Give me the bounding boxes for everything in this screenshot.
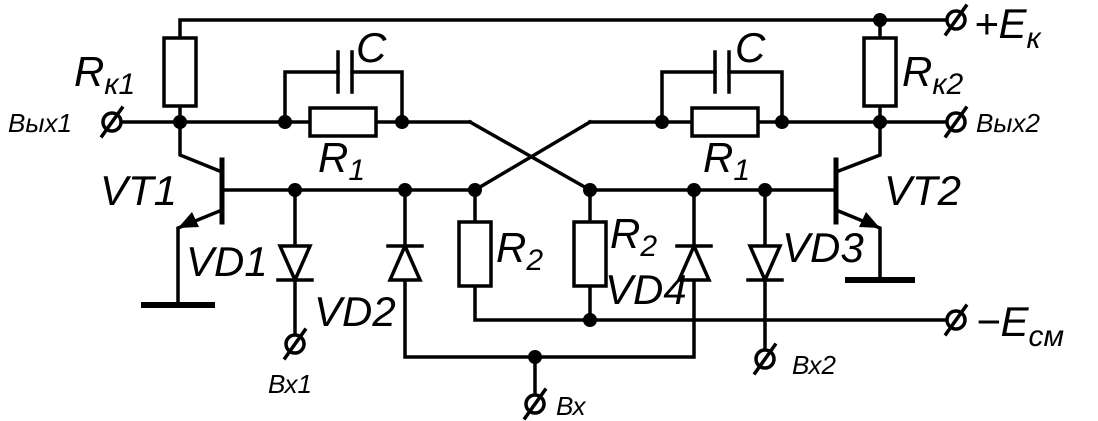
vt1-collector-wire — [178, 120, 225, 175]
resistor-r2-left — [457, 220, 493, 288]
label-esm: −Eсм — [976, 298, 1064, 353]
resistor-rk2 — [862, 36, 898, 108]
label-ek: +Eк — [974, 0, 1043, 55]
label-r2-left: R2 — [496, 224, 543, 277]
label-in1: Вх1 — [268, 369, 312, 399]
supply-rail-wire — [178, 18, 882, 40]
terminal-in2 — [752, 342, 778, 376]
vt2-collector-wire — [833, 120, 882, 175]
label-in: Вх — [556, 391, 586, 421]
capacitor-c-left — [336, 50, 354, 94]
label-vt2: VT2 — [884, 167, 961, 214]
label-r1-right: R1 — [703, 134, 750, 187]
terminal-ek — [943, 3, 969, 37]
label-vd3: VD3 — [782, 224, 864, 271]
wires — [118, 18, 950, 397]
label-rk1: Rк1 — [74, 48, 135, 101]
label-vt1: VT1 — [100, 167, 177, 214]
r2-bottom-bus — [473, 284, 950, 322]
label-r1-left: R1 — [318, 134, 365, 187]
terminal-in — [522, 387, 548, 421]
transistor-vt1 — [178, 157, 225, 228]
terminal-out1 — [99, 105, 125, 139]
label-out2: Вых2 — [976, 108, 1040, 138]
label-c-left: C — [356, 24, 387, 71]
diode-vd4 — [675, 241, 713, 282]
label-vd4: VD4 — [605, 266, 687, 313]
transistor-vt2 — [833, 157, 880, 228]
label-out1: Вых1 — [8, 108, 72, 138]
c-left-wire-right — [350, 70, 404, 124]
label-c-right: C — [735, 24, 766, 71]
resistor-r1-right — [690, 106, 760, 138]
terminal-out2 — [943, 105, 969, 139]
label-r2-right: R2 — [610, 210, 657, 263]
resistor-rk1 — [162, 36, 198, 108]
c-right-wire — [660, 70, 717, 124]
diode-vd3 — [746, 244, 784, 285]
terminal-in1 — [282, 327, 308, 361]
junction-dots — [173, 13, 887, 364]
terminal-esm — [943, 303, 969, 337]
diode-vd2 — [386, 241, 424, 282]
c-right-wire-right — [727, 70, 784, 124]
c-left-wire — [283, 70, 340, 124]
capacitor-c-right — [713, 50, 731, 94]
label-vd2: VD2 — [314, 288, 396, 335]
resistor-r2-right — [572, 220, 608, 288]
resistor-r1-left — [308, 106, 378, 138]
label-vd1: VD1 — [186, 238, 268, 285]
diode-vd1 — [276, 244, 314, 285]
label-rk2: Rк2 — [902, 48, 964, 101]
cross-wire-b — [472, 119, 593, 193]
label-in2: Вх2 — [792, 350, 836, 380]
